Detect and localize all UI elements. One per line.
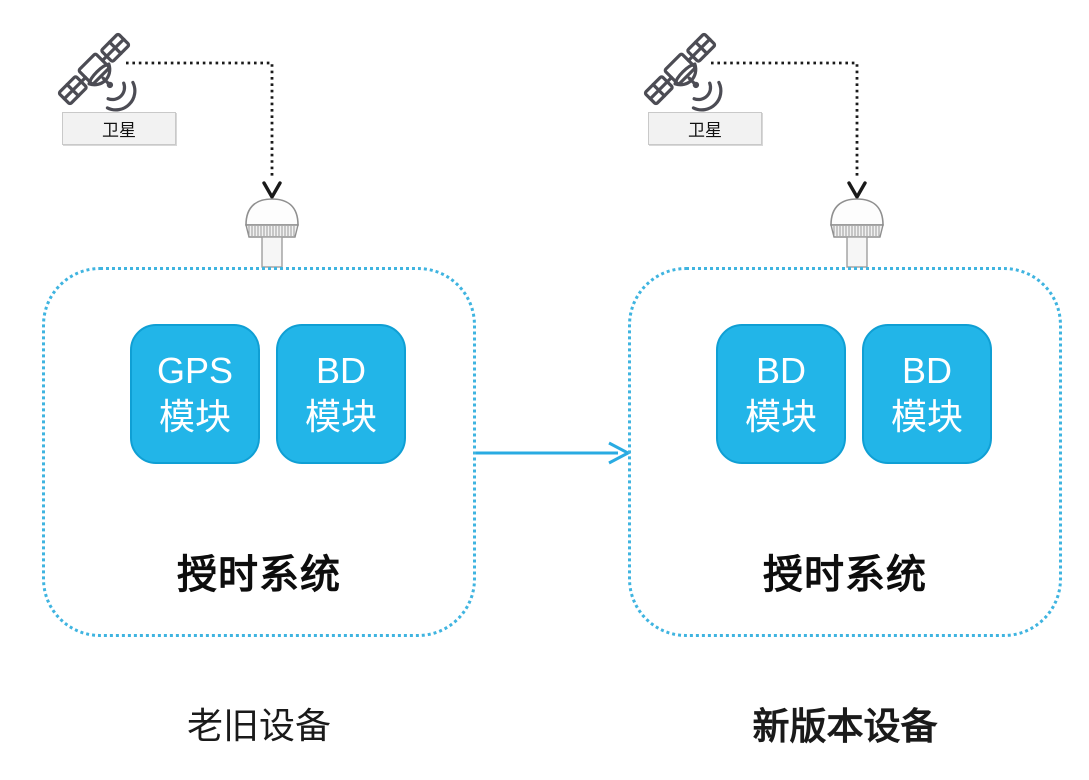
system-label: 授时系统 — [177, 553, 341, 597]
module-line1: BD — [315, 349, 366, 391]
gnss-antenna-icon — [829, 196, 885, 268]
module-line1: BD — [901, 349, 952, 391]
timing-system-container-old: GPS 模块 BD 模块 授时系统 — [42, 267, 476, 637]
gnss-antenna-icon — [244, 196, 300, 268]
device-label-new: 新版本设备 — [752, 706, 938, 747]
module-line2: 模块 — [744, 396, 817, 437]
satellite-icon — [638, 25, 733, 120]
satellite-label-box: 卫星 — [648, 112, 762, 145]
right-arrow-icon — [470, 437, 636, 469]
module-line1: BD — [755, 349, 806, 391]
module-box-bd: BD 模块 — [276, 324, 406, 464]
module-box-gps: GPS 模块 — [130, 324, 260, 464]
satellite-label-box: 卫星 — [62, 112, 176, 145]
timing-system-container-new: BD 模块 BD 模块 授时系统 — [628, 267, 1062, 637]
satellite-icon — [52, 25, 147, 120]
module-line2: 模块 — [158, 396, 231, 437]
module-box-bd-2: BD 模块 — [862, 324, 992, 464]
device-label-old: 老旧设备 — [186, 705, 331, 746]
module-line2: 模块 — [304, 396, 377, 437]
module-line2: 模块 — [890, 396, 963, 437]
module-line1: GPS — [156, 349, 234, 391]
system-label: 授时系统 — [763, 553, 927, 597]
dotted-down-arrow — [703, 48, 873, 202]
dotted-down-arrow — [118, 48, 288, 202]
module-box-bd-1: BD 模块 — [716, 324, 846, 464]
satellite-label: 卫星 — [102, 121, 136, 140]
satellite-label: 卫星 — [688, 121, 722, 140]
